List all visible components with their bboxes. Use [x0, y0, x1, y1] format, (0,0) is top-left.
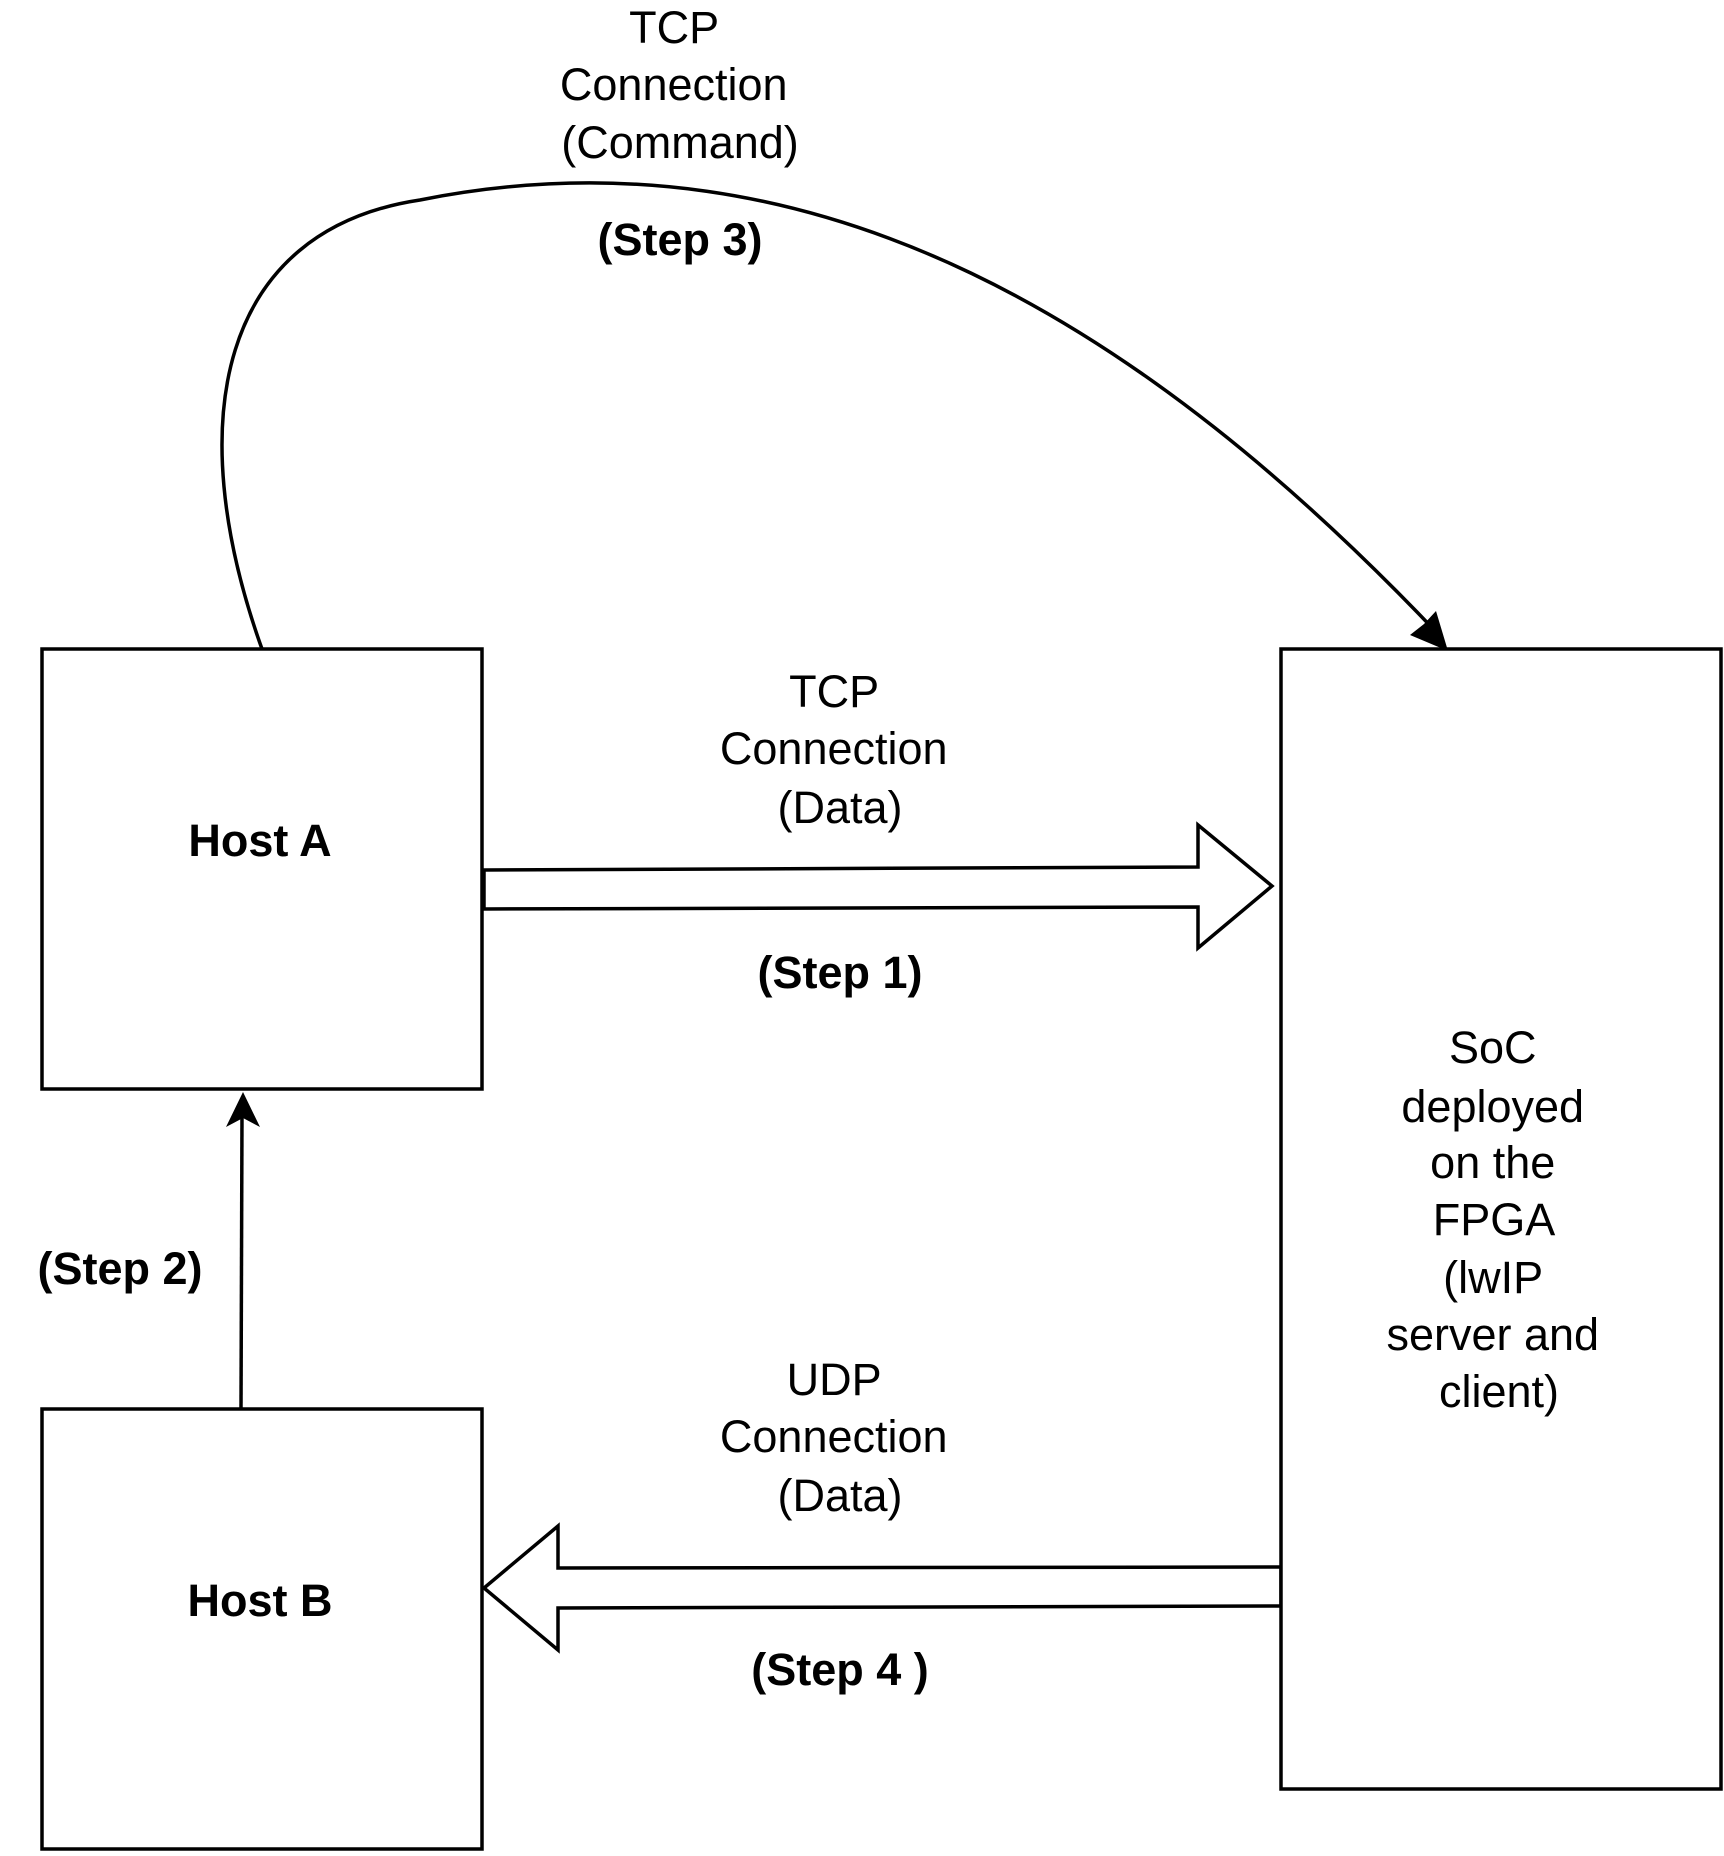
step-2-label: (Step 2) — [37, 1243, 202, 1294]
tcp-command-label-line: TCP — [629, 2, 718, 53]
soc-label-line: server and — [1386, 1309, 1599, 1360]
step-4-label: (Step 4 ) — [751, 1644, 929, 1695]
host-b-to-a-arrowhead — [226, 1092, 260, 1127]
soc-node: SoC deployed on the FPGA (lwIP server an… — [1279, 647, 1723, 1791]
host-b-node: Host B — [40, 1407, 484, 1851]
udp-data-label-line: (Data) — [777, 1470, 902, 1521]
udp-data-label-line: Connection — [720, 1411, 948, 1462]
tcp-command-arrowhead — [1410, 611, 1448, 651]
host-a-label: Host A — [188, 815, 331, 866]
tcp-command-label: TCP Connection (Command) — [560, 2, 800, 168]
host-a-box — [40, 647, 484, 1091]
soc-label-line: FPGA — [1433, 1194, 1556, 1245]
soc-label-line: (lwIP — [1443, 1252, 1542, 1303]
host-b-to-a-line — [239, 1114, 244, 1410]
tcp-command-label-line: Connection — [560, 59, 788, 110]
tcp-command-curve — [220, 181, 1442, 650]
soc-label: SoC deployed on the FPGA (lwIP server an… — [1386, 1022, 1611, 1417]
tcp-data-label: TCP Connection (Data) — [720, 666, 960, 833]
step-1-label: (Step 1) — [757, 947, 922, 998]
host-b-label: Host B — [188, 1575, 333, 1626]
soc-box — [1279, 647, 1723, 1791]
tcp-data-label-line: (Data) — [777, 782, 902, 833]
edge-host-b-to-host-a — [226, 1092, 260, 1410]
edge-tcp-command — [220, 181, 1448, 651]
tcp-data-arrow — [482, 821, 1275, 952]
tcp-data-label-line: TCP — [789, 666, 878, 717]
udp-data-arrow — [481, 1522, 1283, 1654]
tcp-command-label-line: (Command) — [561, 117, 799, 168]
step-3-label: (Step 3) — [597, 214, 762, 265]
host-b-box — [40, 1407, 484, 1851]
host-a-node: Host A — [40, 647, 484, 1091]
tcp-data-label-line: Connection — [720, 723, 948, 774]
udp-data-label: UDP Connection (Data) — [720, 1354, 960, 1521]
soc-label-line: client) — [1439, 1366, 1559, 1417]
udp-data-label-line: UDP — [787, 1354, 881, 1405]
soc-label-line: deployed — [1401, 1081, 1584, 1132]
soc-label-line: on the — [1430, 1137, 1555, 1188]
soc-label-line: SoC — [1449, 1022, 1537, 1073]
